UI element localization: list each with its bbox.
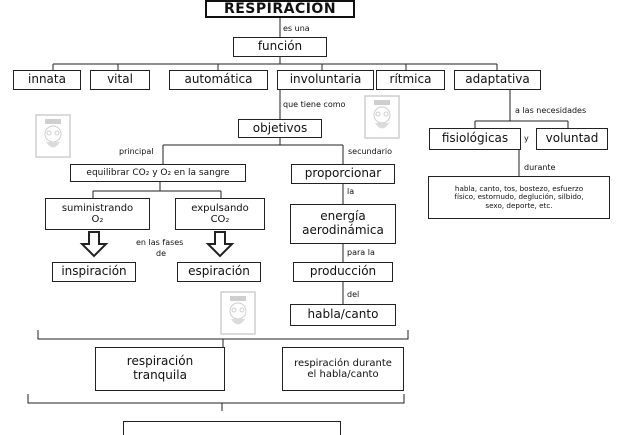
fisiologicas-text: fisiológicas	[441, 131, 509, 146]
resp-durante-box: respiración durante el habla/canto	[282, 347, 404, 391]
watermark-icon	[33, 113, 73, 159]
type-box: automática	[169, 70, 268, 90]
label-a-las-necesidades: a las necesidades	[514, 106, 588, 115]
energia-line: aerodinámica	[302, 223, 384, 237]
fisiologicas-box: fisiológicas	[429, 128, 521, 150]
resp-tranquila-line: tranquila	[133, 368, 187, 382]
funcion-box: función	[233, 37, 327, 57]
espiracion-text: espiración	[188, 264, 250, 279]
type-label: adaptativa	[465, 72, 530, 87]
type-box: vital	[90, 70, 150, 90]
label-la: la	[346, 187, 356, 196]
down-arrow-icon	[79, 231, 235, 258]
label-en-las-fases: en las fases	[135, 238, 185, 247]
type-box: involuntaria	[277, 70, 374, 90]
expulsando-line: expulsando	[191, 202, 249, 214]
produccion-box: producción	[293, 262, 393, 282]
proporcionar-box: proporcionar	[291, 164, 395, 184]
activities-line: sexo, deporte, etc.	[485, 200, 553, 210]
activities-line: físico, estornudo, deglución, silbido,	[454, 192, 584, 202]
suministrando-line: O₂	[91, 214, 104, 225]
label-para-la: para la	[346, 248, 376, 257]
activities-line: habla, canto, tos, bostezo, esfuerzo	[454, 184, 584, 194]
expulsando-box: expulsando CO₂	[175, 198, 265, 230]
label-es-una: es una	[282, 24, 311, 33]
funcion-text: función	[257, 39, 303, 54]
type-label: involuntaria	[289, 72, 362, 87]
inspiracion-text: inspiración	[61, 264, 127, 279]
final-box-partial	[123, 421, 341, 435]
resp-tranquila-line: respiración	[126, 354, 194, 369]
espiracion-box: espiración	[177, 262, 261, 282]
energia-line: energía	[320, 209, 366, 224]
energia-box: energía aerodinámica	[290, 204, 396, 244]
type-label: rítmica	[389, 72, 432, 87]
resp-durante-line: el habla/canto	[307, 369, 379, 380]
title: RESPIRACIÓN	[223, 0, 337, 17]
suministrando-box: suministrando O₂	[45, 198, 150, 230]
label-durante: durante	[523, 163, 557, 172]
activities-box: habla, canto, tos, bostezo, esfuerzo fís…	[428, 176, 610, 219]
habla-canto-box: habla/canto	[290, 304, 396, 326]
equilibrar-box: equilibrar CO₂ y O₂ en la sangre	[70, 164, 246, 182]
objetivos-text: objetivos	[252, 120, 308, 135]
type-label: vital	[107, 72, 133, 87]
type-box: innata	[13, 70, 81, 90]
type-label: automática	[184, 72, 253, 87]
equilibrar-text: equilibrar CO₂ y O₂ en la sangre	[86, 167, 230, 178]
produccion-text: producción	[309, 264, 377, 279]
type-box: rítmica	[376, 70, 445, 90]
habla-canto-text: habla/canto	[307, 307, 379, 322]
label-que-tiene-como: que tiene como	[282, 100, 347, 109]
watermark-icon	[218, 290, 258, 336]
proporcionar-text: proporcionar	[304, 166, 382, 181]
resp-durante-line: respiración durante	[294, 357, 392, 369]
label-secundario: secundario	[347, 147, 394, 156]
label-del: del	[346, 290, 361, 299]
objetivos-box: objetivos	[238, 119, 322, 138]
type-box: adaptativa	[454, 70, 541, 90]
resp-tranquila-box: respiración tranquila	[95, 347, 225, 391]
inspiracion-box: inspiración	[52, 262, 136, 282]
suministrando-line: suministrando	[61, 202, 134, 214]
expulsando-line: CO₂	[210, 214, 230, 225]
watermark-icon	[362, 94, 402, 140]
voluntad-box: voluntad	[536, 128, 608, 150]
label-de: de	[155, 249, 167, 258]
type-label: innata	[28, 72, 66, 87]
label-principal: principal	[118, 147, 155, 156]
voluntad-text: voluntad	[545, 131, 599, 146]
title-box: RESPIRACIÓN	[205, 0, 355, 18]
label-y: y	[523, 134, 530, 143]
